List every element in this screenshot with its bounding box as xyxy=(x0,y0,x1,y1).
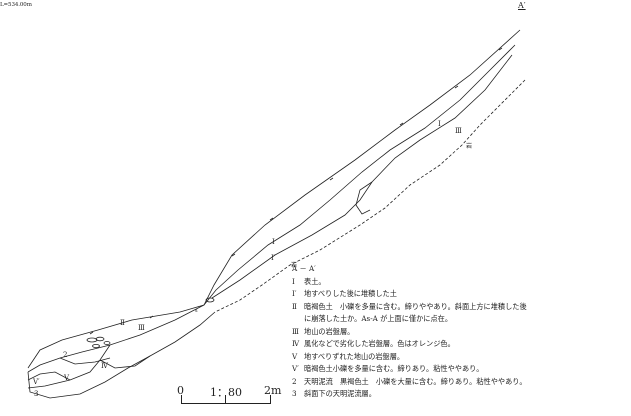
layer-label-rock-mid: 岩 xyxy=(291,262,298,269)
legend-item: Ⅰ′地すべりした後に堆積した土 xyxy=(292,289,397,298)
layer-label-i-mid: I xyxy=(272,238,275,246)
stone xyxy=(95,336,105,342)
legend-title: A － A′ xyxy=(292,264,316,273)
scale-bar: 0 1：80 2m xyxy=(168,384,298,410)
layer-label-iv: Ⅳ xyxy=(101,362,108,370)
stone xyxy=(86,337,98,343)
layer-i-base-line xyxy=(203,44,516,306)
slip-notch xyxy=(355,181,373,215)
layer-3-base xyxy=(27,311,216,399)
stone xyxy=(103,341,111,345)
survey-ticks xyxy=(89,47,503,335)
rock-line xyxy=(211,54,513,299)
legend-item: Ⅴ′暗褐色土小礫を多量に含む。締りあり。粘性ややあり。 xyxy=(292,364,484,373)
legend-item: に崩落した土か。As-A が上面に僅かに点在。 xyxy=(304,314,453,323)
ground-surface-line xyxy=(27,29,521,369)
scale-line xyxy=(181,395,271,404)
layer-label-ii: Ⅱ xyxy=(120,319,125,327)
layer-2-outline xyxy=(59,357,111,365)
layer-label-3: 3 xyxy=(34,390,39,398)
layer-label-2: 2 xyxy=(63,351,68,359)
layer-label-iii-upper: Ⅲ xyxy=(455,127,462,135)
layer-label-vprime: V′ xyxy=(33,378,40,386)
section-label-a-prime: A′ xyxy=(518,1,526,10)
rock-boundary-dashed xyxy=(214,79,526,313)
stone xyxy=(92,343,100,348)
layer-label-iprime-mid: I′ xyxy=(271,254,276,262)
layer-label-iii-low: Ⅲ xyxy=(138,324,145,332)
layer-vprime-outline xyxy=(27,371,71,381)
layer-iv-outline xyxy=(99,355,151,369)
layer-label-s: s xyxy=(195,308,198,314)
scale-zero: 0 xyxy=(177,384,184,397)
scale-mid-tick xyxy=(225,395,226,403)
layer-ii-outline xyxy=(27,304,205,373)
layer-label-v: V xyxy=(64,374,70,382)
scale-length: 2m xyxy=(264,384,282,397)
stone xyxy=(205,297,215,303)
layer-label-i-upper: I xyxy=(438,120,441,128)
scale-ratio: 1：80 xyxy=(210,386,242,399)
elevation-label: L=534.00m xyxy=(0,2,32,8)
layer-v-outline xyxy=(27,344,111,389)
layer-label-rock-upper: 岩 xyxy=(466,143,473,150)
